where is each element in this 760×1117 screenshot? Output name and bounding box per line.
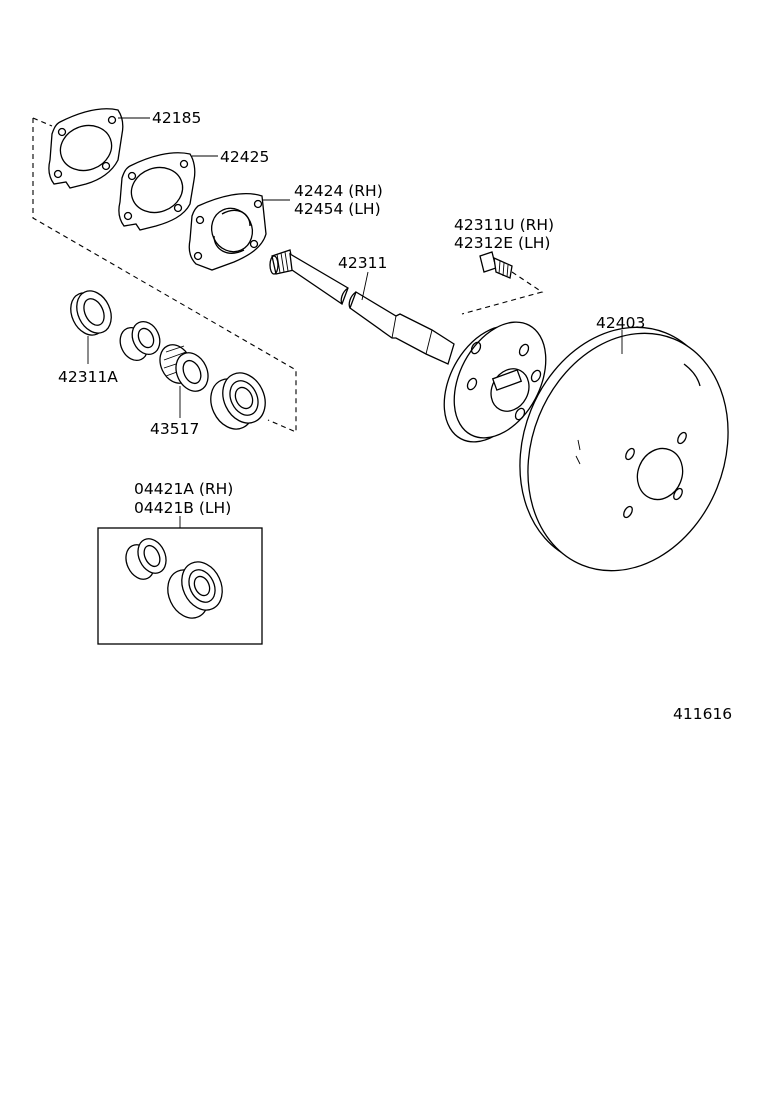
- label-42425: 42425: [220, 148, 269, 166]
- hub-bolt-42311u[interactable]: [479, 251, 513, 279]
- label-04421b: 04421B (LH): [134, 499, 231, 517]
- label-04421a: 04421A (RH): [134, 480, 233, 498]
- axle-flange[interactable]: [426, 306, 565, 457]
- figure-code: 411616: [673, 705, 732, 723]
- bearing-kit-box: [97, 527, 263, 645]
- label-42454: 42454 (LH): [294, 200, 381, 218]
- gasket-42425[interactable]: [118, 152, 196, 231]
- label-42311a: 42311A: [58, 368, 118, 386]
- ball-bearing[interactable]: [203, 366, 273, 436]
- label-42311u: 42311U (RH): [454, 216, 554, 234]
- label-42424: 42424 (RH): [294, 182, 383, 200]
- label-42185: 42185: [152, 109, 201, 127]
- roller-bearing-43517[interactable]: [154, 340, 214, 397]
- bearing-retainer-42424[interactable]: [188, 193, 267, 271]
- brake-drum-42403[interactable]: [485, 297, 760, 601]
- gasket-42185[interactable]: [48, 108, 124, 189]
- oil-seal-42311a[interactable]: [64, 285, 118, 340]
- leader-42311: [361, 271, 369, 301]
- group-outline-dashed: [32, 117, 297, 433]
- label-42403: 42403: [596, 314, 645, 332]
- bearing-kit-ring[interactable]: [121, 534, 172, 584]
- label-42311: 42311: [338, 254, 387, 272]
- axle-shaft-42311[interactable]: [269, 249, 455, 365]
- label-42312e: 42312E (LH): [454, 234, 550, 252]
- bolt-dashed-guide: [461, 271, 544, 315]
- bearing-kit-ball-bearing[interactable]: [160, 555, 230, 624]
- label-43517: 43517: [150, 420, 199, 438]
- bearing-inner-ring[interactable]: [115, 317, 165, 365]
